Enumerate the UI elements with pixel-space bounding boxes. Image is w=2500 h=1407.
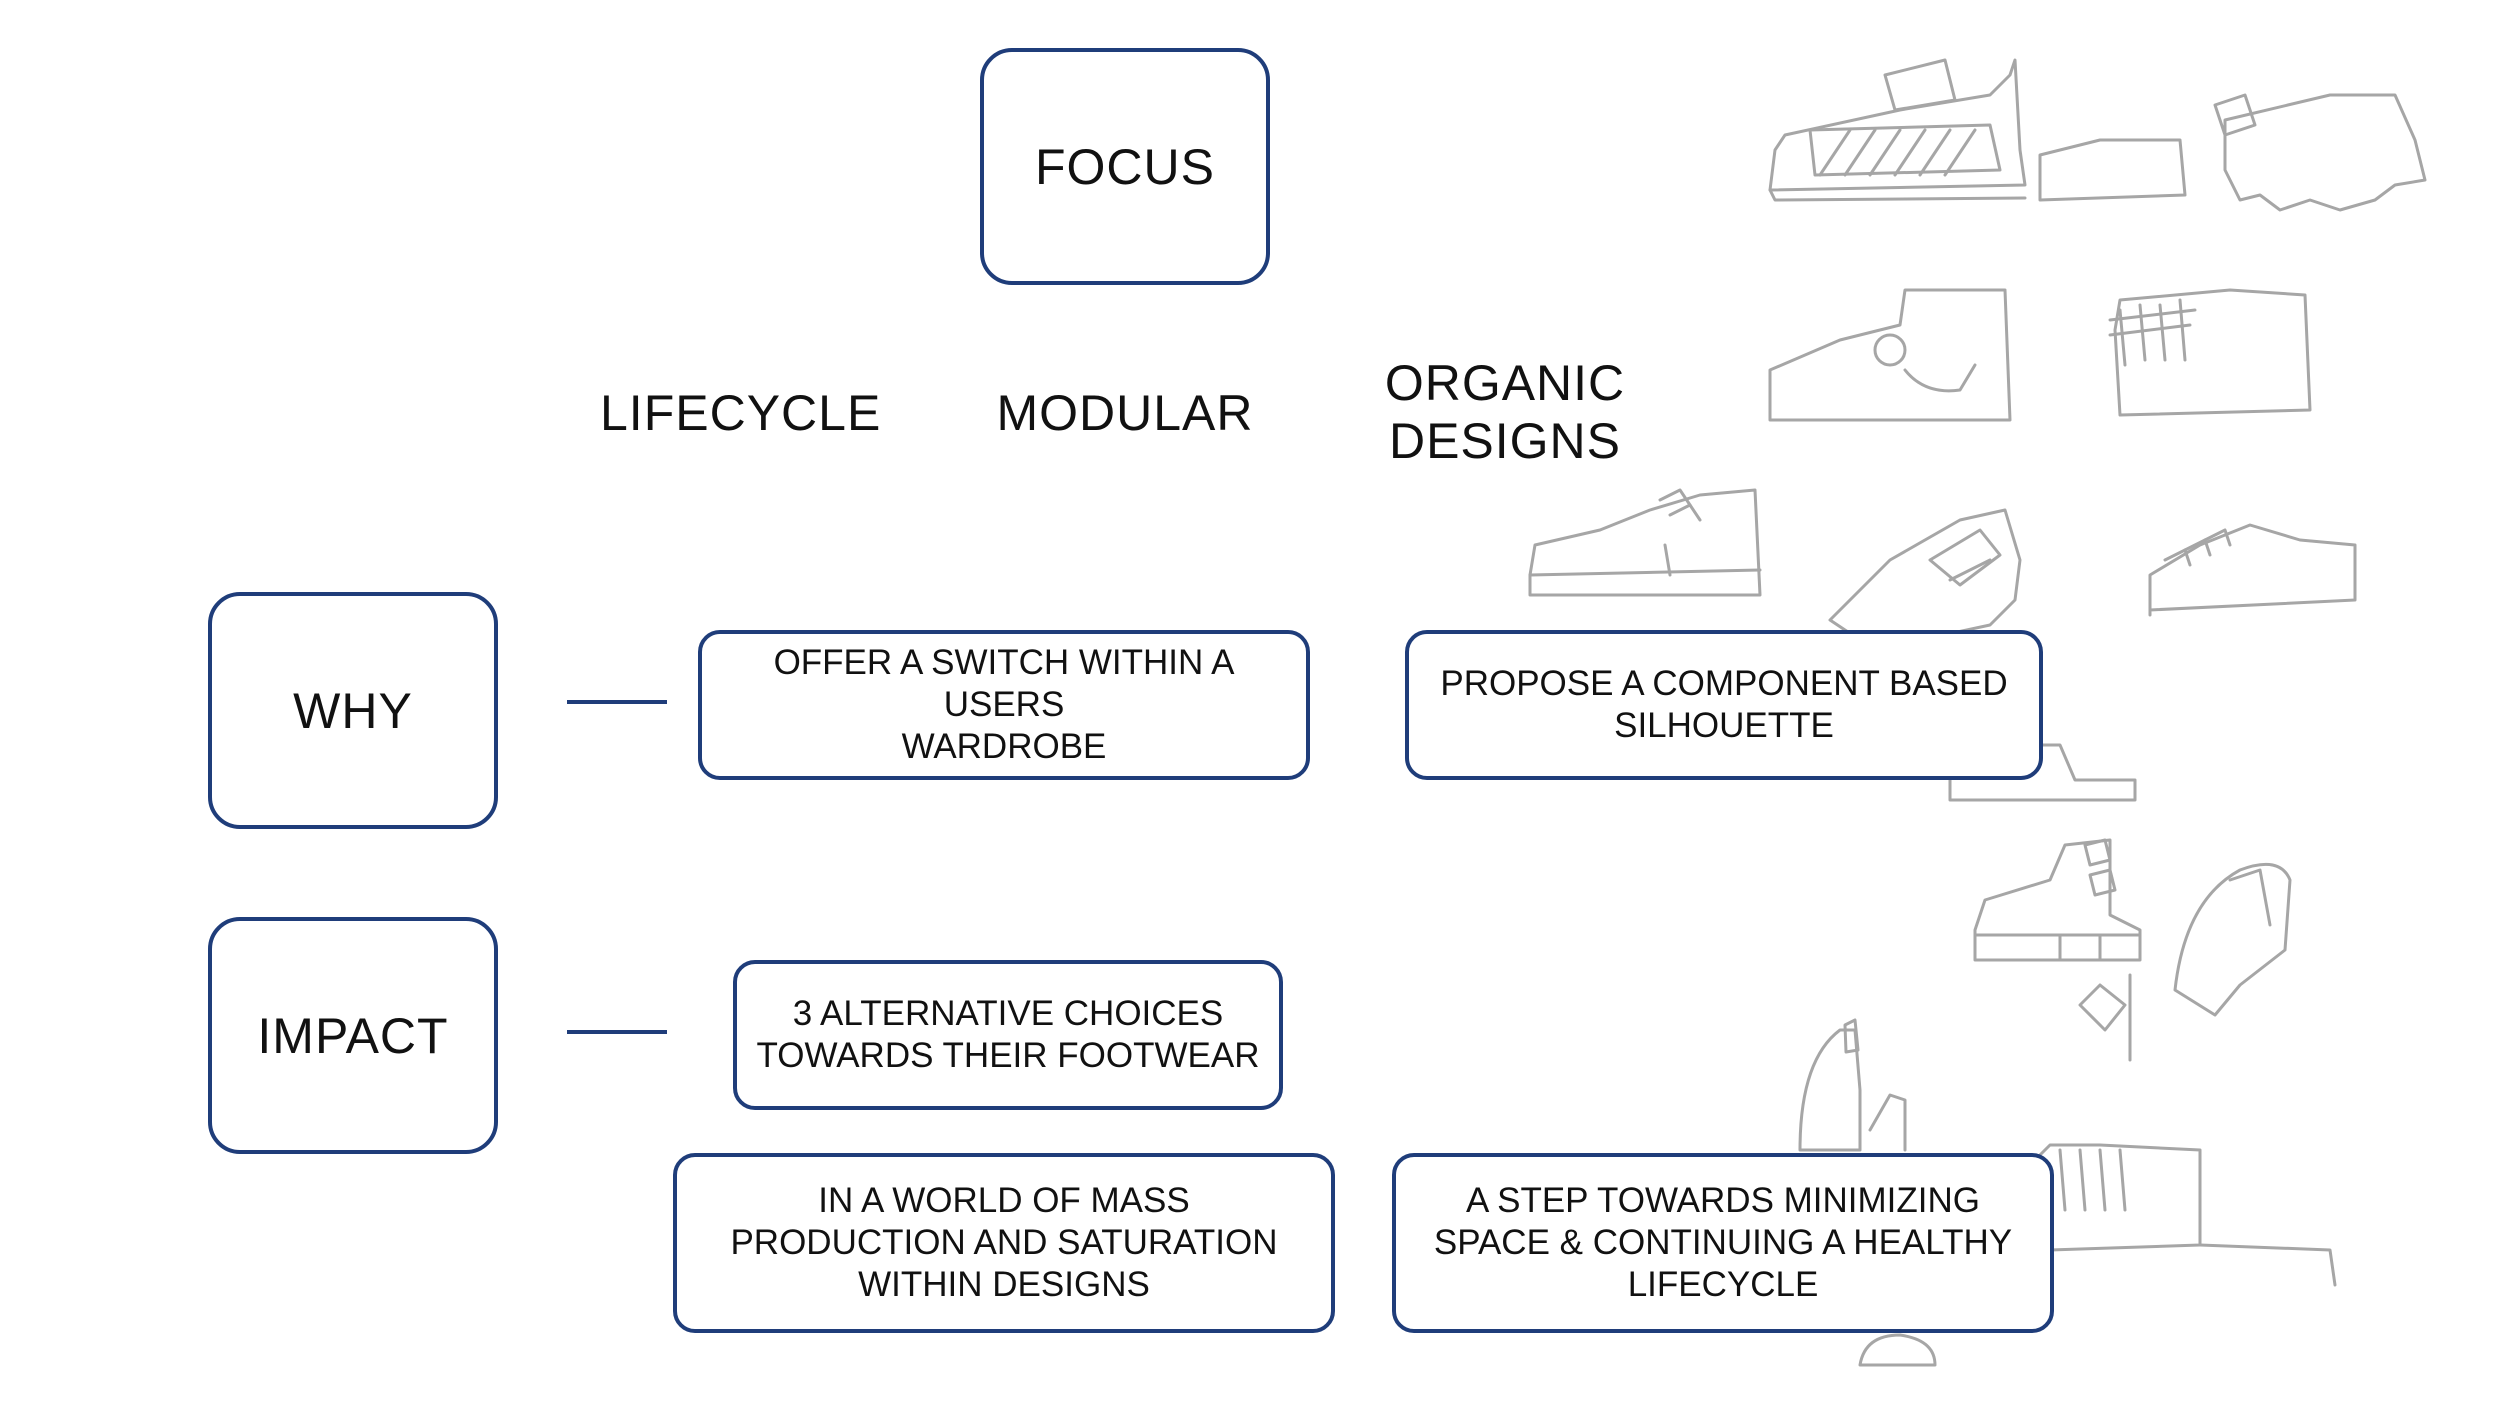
impact-box3-line2: SPACE & CONTINUING A HEALTHY <box>1433 1223 2013 1262</box>
focus-box: FOCUS <box>980 48 1270 285</box>
why-label: WHY <box>293 682 413 739</box>
impact-box2-line3: WITHIN DESIGNS <box>858 1265 1150 1304</box>
column-label-modular: MODULAR <box>990 384 1260 442</box>
impact-box-alternative-choices: 3 ALTERNATIVE CHOICES TOWARDS THEIR FOOT… <box>733 960 1283 1110</box>
impact-box-choices-text: 3 ALTERNATIVE CHOICES TOWARDS THEIR FOOT… <box>745 993 1272 1077</box>
why-box1-line2: WARDROBE <box>901 727 1107 766</box>
sketch-shoe-8 <box>2038 1143 2337 1287</box>
why-box: WHY <box>208 592 498 829</box>
why-box2-line2: SILHOUETTE <box>1614 706 1834 745</box>
column-organic-line2: DESIGNS <box>1388 413 1622 469</box>
sketch-clip <box>2078 973 2132 1062</box>
column-organic-line1: ORGANIC <box>1384 355 1626 411</box>
sketch-boot-laced <box>1828 508 2022 642</box>
sketch-shoe-2 <box>1768 288 2012 422</box>
sketch-shoe-7 <box>2173 862 2292 1017</box>
column-label-organic-designs: ORGANIC DESIGNS <box>1370 354 1640 470</box>
focus-label: FOCUS <box>1035 138 1215 195</box>
why-box2-line1: PROPOSE A COMPONENT BASED <box>1440 664 2008 703</box>
column-modular-text: MODULAR <box>996 385 1254 441</box>
sketch-figure <box>1798 1018 1907 1152</box>
why-connector-line <box>567 700 667 704</box>
sketch-pebble <box>1858 1333 1937 1367</box>
why-box-component-silhouette: PROPOSE A COMPONENT BASED SILHOUETTE <box>1405 630 2043 780</box>
sketch-shoe-6 <box>1973 838 2142 962</box>
why-box-switch-text: OFFER A SWITCH WITHIN A USERS WARDROBE <box>702 642 1306 768</box>
column-label-lifecycle: LIFECYCLE <box>600 384 880 442</box>
impact-box3-line3: LIFECYCLE <box>1627 1265 1819 1304</box>
why-box-switch-wardrobe: OFFER A SWITCH WITHIN A USERS WARDROBE <box>698 630 1310 780</box>
impact-connector-line <box>567 1030 667 1034</box>
impact-box-mass-production: IN A WORLD OF MASS PRODUCTION AND SATURA… <box>673 1153 1335 1333</box>
sketch-upper-piece <box>2213 93 2427 212</box>
why-box1-line1: OFFER A SWITCH WITHIN A USERS <box>773 643 1235 724</box>
column-lifecycle-text: LIFECYCLE <box>600 385 882 441</box>
sketch-shoe-4 <box>1528 488 1762 597</box>
impact-box2-line1: IN A WORLD OF MASS <box>818 1181 1190 1220</box>
sketch-shoe-3 <box>2108 288 2312 417</box>
impact-box2-line2: PRODUCTION AND SATURATION <box>730 1223 1278 1262</box>
impact-box-minimizing-space: A STEP TOWARDS MINIMIZING SPACE & CONTIN… <box>1392 1153 2054 1333</box>
impact-box-minimizing-text: A STEP TOWARDS MINIMIZING SPACE & CONTIN… <box>1422 1180 2024 1306</box>
sketch-shoe-1 <box>1768 58 2027 202</box>
why-box-component-text: PROPOSE A COMPONENT BASED SILHOUETTE <box>1428 663 2019 747</box>
impact-box1-line1: 3 ALTERNATIVE CHOICES <box>792 994 1224 1033</box>
sketch-sole-piece <box>2038 138 2187 202</box>
impact-box-mass-text: IN A WORLD OF MASS PRODUCTION AND SATURA… <box>718 1180 1289 1306</box>
impact-box1-line2: TOWARDS THEIR FOOTWEAR <box>756 1036 1260 1075</box>
impact-box: IMPACT <box>208 917 498 1154</box>
impact-label: IMPACT <box>257 1007 449 1064</box>
impact-box3-line1: A STEP TOWARDS MINIMIZING <box>1465 1181 1981 1220</box>
sketch-shoe-5 <box>2148 523 2357 617</box>
